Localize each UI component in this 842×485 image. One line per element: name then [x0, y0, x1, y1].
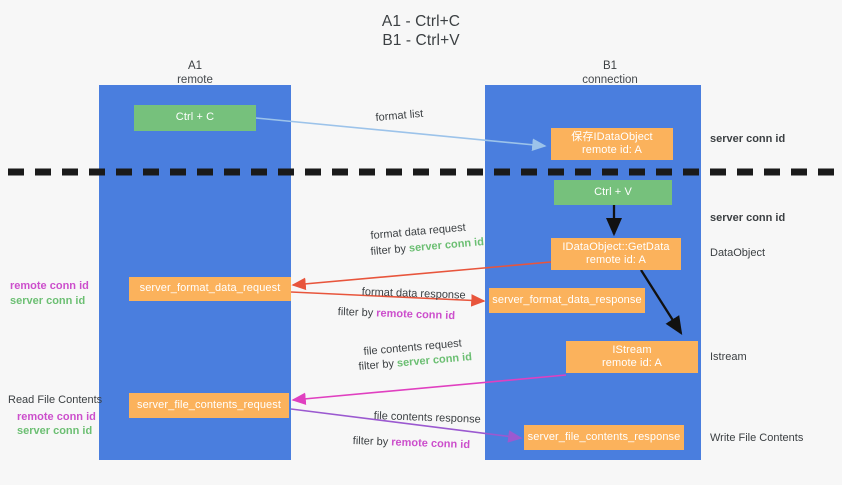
server-conn-id-text: server conn id [408, 236, 485, 255]
filter-by-text: filter by [337, 305, 377, 320]
page-title-line-2: B1 - Ctrl+V [382, 32, 460, 49]
node-idataobject-getdata-line2: remote id: A [586, 254, 646, 266]
side-note-server-conn-id: server conn id [17, 425, 93, 437]
node-save-idataobject-line2: remote id: A [582, 144, 642, 156]
edge-label-format-data-response-filter: filter by remote conn id [338, 305, 456, 323]
side-note-remote-conn-id: remote conn id [10, 280, 89, 292]
side-note-remote-conn-id: remote conn id [17, 410, 96, 423]
edge-label-file-contents-response-filter: filter by remote conn id [353, 434, 471, 452]
node-idataobject-getdata-line1: IDataObject::GetData [562, 240, 670, 253]
node-server-file-contents-response[interactable]: server_file_contents_response [524, 425, 684, 450]
node-server-file-contents-response-label: server_file_contents_response [527, 430, 681, 443]
edge-label-file-contents-response: file contents response [374, 409, 481, 427]
node-server-file-contents-request[interactable]: server_file_contents_request [129, 393, 289, 418]
lane-header-b1-subtitle: connection [582, 73, 638, 86]
side-note-dataobject: DataObject [710, 247, 766, 259]
lane-header-b1: B1 connection [555, 60, 665, 87]
edge-label-format-list: format list [375, 107, 424, 125]
lane-header-a1-title: A1 [187, 60, 203, 72]
filter-by-text: filter by [370, 242, 410, 258]
edge-label-file-contents-response-text: file contents response [373, 409, 481, 426]
edge-label-format-list-text: format list [375, 107, 424, 124]
lane-header-a1: A1 remote [140, 60, 250, 87]
node-ctrl-v[interactable]: Ctrl + V [554, 180, 672, 205]
filter-by-text: filter by [352, 434, 392, 449]
side-note-server-conn-id-mid: server conn id [710, 212, 786, 224]
node-istream-line2: remote id: A [602, 357, 662, 369]
node-save-idataobject[interactable]: 保存IDataObject remote id: A [551, 128, 673, 160]
side-note-write-file-contents: Write File Contents [710, 432, 804, 444]
side-note-istream: Istream [710, 351, 747, 363]
side-note-group-file-contents: Read File Contents remote conn id server… [8, 393, 102, 439]
side-note-group-format: remote conn id server conn id [10, 279, 89, 308]
node-server-format-data-response[interactable]: server_format_data_response [489, 288, 645, 313]
node-save-idataobject-line1: 保存IDataObject [571, 130, 653, 143]
filter-by-text: filter by [358, 357, 398, 373]
node-server-format-data-response-label: server_format_data_response [492, 293, 642, 306]
lane-header-a1-subtitle: remote [177, 73, 213, 86]
node-ctrl-c[interactable]: Ctrl + C [134, 105, 256, 131]
node-ctrl-v-label: Ctrl + V [594, 185, 632, 198]
side-note-server-conn-id-top: server conn id [710, 133, 786, 145]
node-istream-line1: IStream [612, 343, 652, 356]
remote-conn-id-text: remote conn id [391, 436, 471, 452]
remote-conn-id-text: remote conn id [376, 307, 456, 323]
page-title-line-1: A1 - Ctrl+C [381, 13, 461, 30]
side-note-read-file-contents: Read File Contents [8, 394, 103, 406]
lane-header-b1-title: B1 [602, 60, 618, 72]
node-ctrl-c-label: Ctrl + C [175, 111, 215, 124]
edge-label-format-data-response: format data response [362, 285, 466, 303]
node-server-file-contents-request-label: server_file_contents_request [136, 398, 282, 411]
edge-label-format-data-response-text: format data response [361, 285, 466, 302]
side-note-server-conn-id: server conn id [10, 294, 86, 307]
node-idataobject-getdata[interactable]: IDataObject::GetData remote id: A [551, 238, 681, 270]
node-server-format-data-request-label: server_format_data_request [139, 282, 281, 295]
node-istream[interactable]: IStream remote id: A [566, 341, 698, 373]
node-server-format-data-request[interactable]: server_format_data_request [129, 277, 291, 301]
